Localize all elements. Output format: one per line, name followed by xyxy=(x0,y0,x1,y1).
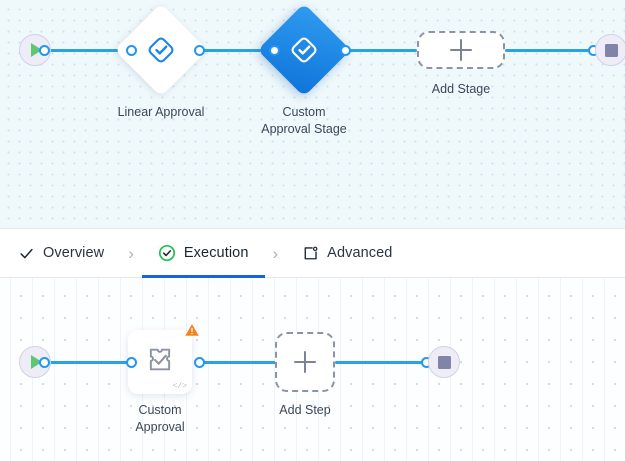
tab-execution[interactable]: Execution xyxy=(141,229,265,278)
tab-execution-label: Execution xyxy=(183,245,249,261)
step-flow-canvas[interactable]: </> Custom Approval Add Step xyxy=(0,278,625,461)
play-icon xyxy=(31,355,42,369)
stage-start-output-port[interactable] xyxy=(39,45,50,56)
stop-icon xyxy=(604,43,618,57)
check-circle-icon xyxy=(158,244,176,262)
add-stage-label: Add Stage xyxy=(431,82,491,96)
step-1-label: Custom Approval xyxy=(135,403,185,434)
add-step-button[interactable] xyxy=(275,332,335,392)
step-1-output-port[interactable] xyxy=(194,357,205,368)
approval-diamond-icon xyxy=(289,35,319,65)
section-tab-bar[interactable]: Overview › Execution › Advanced xyxy=(0,228,625,278)
edge-start-to-step-1 xyxy=(40,361,132,364)
step-start-output-port[interactable] xyxy=(39,357,50,368)
plus-icon xyxy=(294,351,316,373)
stage-1-output-port[interactable] xyxy=(194,45,205,56)
check-icon xyxy=(18,245,35,262)
stage-2-input-port[interactable] xyxy=(269,45,280,56)
add-stage-button[interactable] xyxy=(417,31,505,69)
custom-approval-icon xyxy=(144,344,176,381)
edge-add-to-end xyxy=(335,361,423,364)
stage-end-node[interactable] xyxy=(595,34,625,66)
tab-separator-1: › xyxy=(128,243,134,263)
edge-step-1-to-add xyxy=(196,361,276,364)
tab-advanced-label: Advanced xyxy=(327,245,393,261)
step-1-input-port[interactable] xyxy=(126,357,137,368)
step-end-node[interactable] xyxy=(428,346,460,378)
stage-2-output-port[interactable] xyxy=(340,45,351,56)
card-gear-icon xyxy=(302,245,319,262)
plus-icon xyxy=(450,39,472,61)
code-badge-icon: </> xyxy=(172,382,187,391)
tab-advanced[interactable]: Advanced xyxy=(300,229,394,278)
edge-add-to-end xyxy=(505,49,589,52)
play-icon xyxy=(31,43,42,57)
stop-icon xyxy=(437,355,451,369)
step-start-node[interactable] xyxy=(19,346,51,378)
edge-stage-2-to-add xyxy=(345,49,417,52)
stage-2-label: Custom Approval Stage xyxy=(261,105,347,136)
approval-diamond-icon xyxy=(146,35,176,65)
stage-node-custom-approval-stage[interactable] xyxy=(257,3,351,97)
tab-overview-label: Overview xyxy=(43,245,105,261)
stage-1-input-port[interactable] xyxy=(126,45,137,56)
tab-separator-2: › xyxy=(272,243,279,263)
tab-overview[interactable]: Overview xyxy=(16,229,106,278)
stage-flow-canvas[interactable]: Linear Approval Custom Approval Stage Ad… xyxy=(0,0,625,228)
add-step-label: Add Step xyxy=(279,403,331,417)
warning-triangle-icon xyxy=(184,322,200,343)
edge-start-to-stage-1 xyxy=(40,49,132,52)
stage-node-linear-approval[interactable] xyxy=(114,3,208,97)
step-node-custom-approval[interactable]: </> xyxy=(128,324,199,394)
edge-stage-1-to-stage-2 xyxy=(196,49,288,52)
stage-1-label: Linear Approval xyxy=(117,105,205,119)
